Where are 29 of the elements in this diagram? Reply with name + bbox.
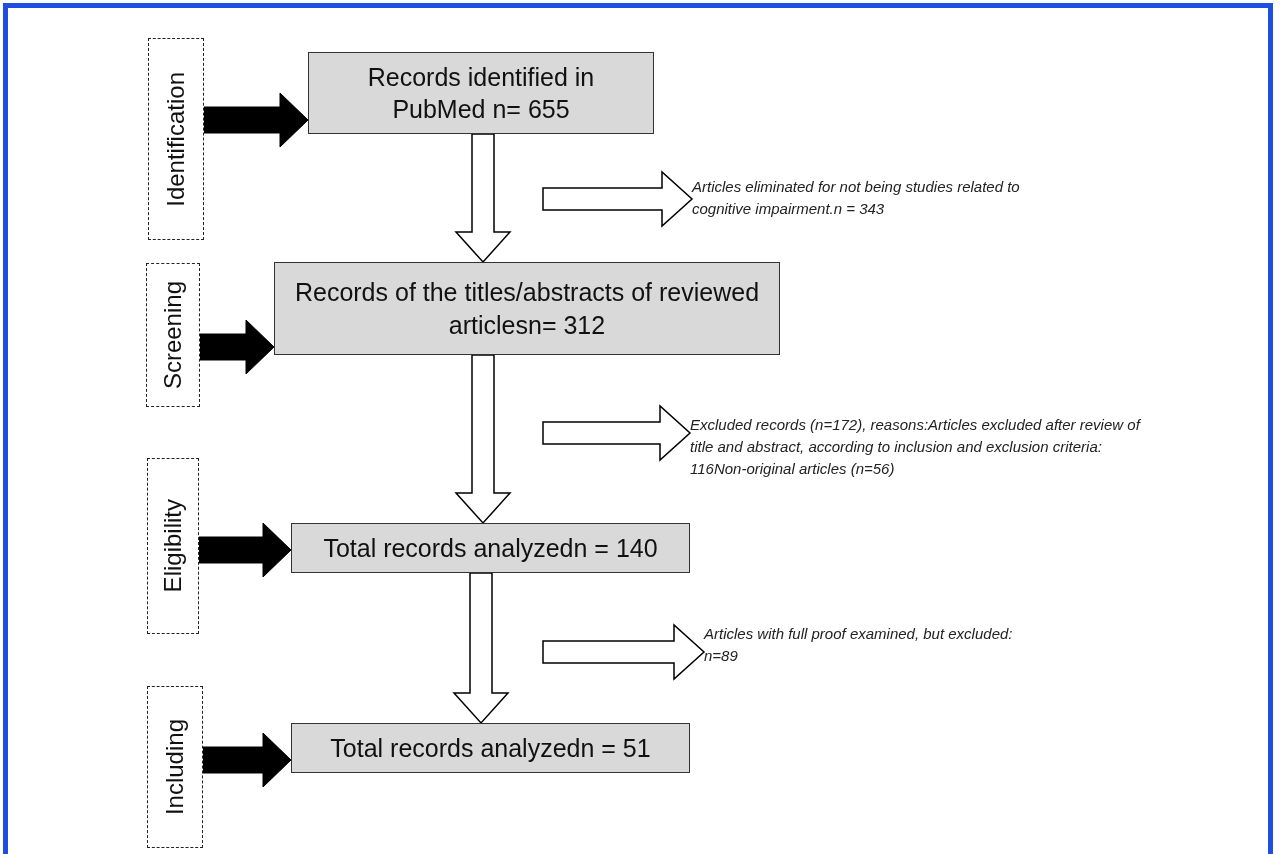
hollow-arrow: [542, 170, 694, 228]
block-arrow: [203, 92, 309, 148]
block-arrow: [198, 522, 292, 578]
stage-label: Identification: [162, 71, 190, 207]
process-box: [291, 523, 690, 573]
exclusion-note: Excluded records (n=172), reasons:Articles excluded after review of title and abstract, according to inclusion and exclusion criteria: 116Non-original articles (n=56): [690, 415, 1142, 479]
stage-label-box: [148, 38, 204, 240]
process-box: [308, 52, 654, 134]
hollow-arrow: [542, 404, 692, 462]
stage-label-box: [147, 458, 199, 634]
stage-label: Screening: [159, 280, 187, 390]
stage-label-box: [147, 686, 203, 848]
block-arrow: [199, 319, 275, 375]
process-box: [291, 723, 690, 773]
hollow-arrow: [452, 572, 510, 725]
hollow-arrow: [542, 623, 706, 681]
block-arrow: [202, 732, 292, 788]
process-box: [274, 262, 780, 355]
hollow-arrow: [454, 354, 512, 525]
box-text: Records identified in PubMed n= 655: [366, 61, 596, 125]
stage-label: Including: [161, 718, 189, 816]
box-text: Total records analyzedn = 51: [330, 732, 651, 764]
stage-label-box: [146, 263, 200, 407]
hollow-arrow: [454, 133, 512, 264]
stage-label: Eligibility: [159, 499, 187, 593]
box-text: Records of the titles/abstracts of reviewed articlesn= 312: [293, 277, 761, 341]
box-text: Total records analyzedn = 140: [323, 532, 658, 564]
exclusion-note: Articles with full proof examined, but excluded: n=89: [704, 624, 1014, 666]
exclusion-note: Articles eliminated for not being studies related to cognitive impairment.n = 343: [692, 177, 1021, 219]
